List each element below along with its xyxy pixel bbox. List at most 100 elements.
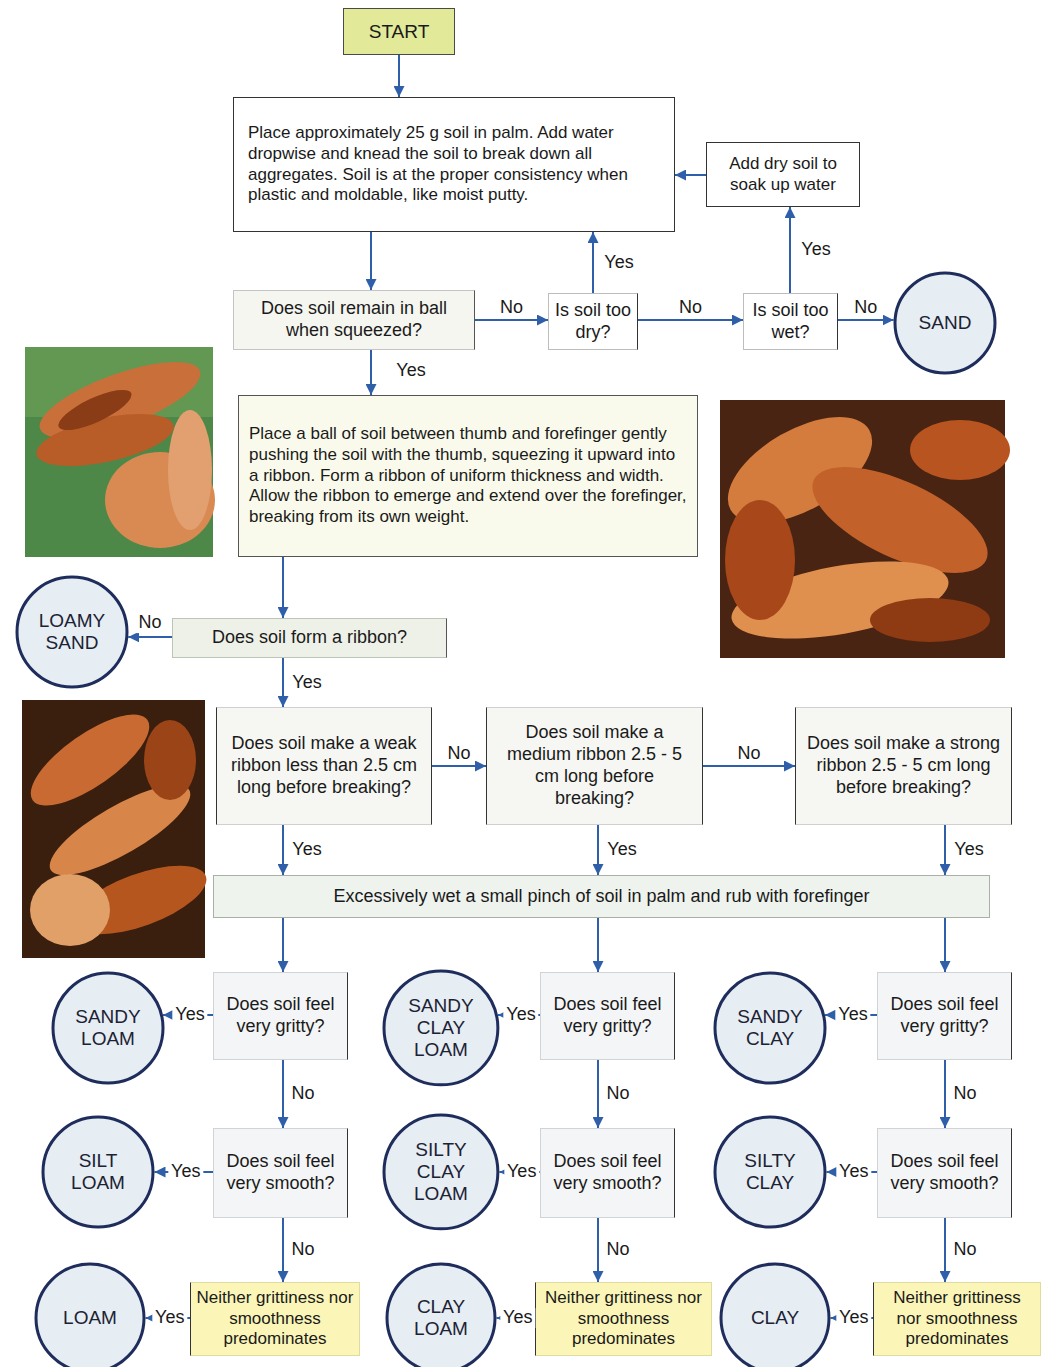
node-text: Place approximately 25 g soil in palm. A… bbox=[248, 123, 660, 206]
circle-shape bbox=[721, 1264, 829, 1367]
result-label: CLAY bbox=[736, 1307, 814, 1329]
edge-label: Yes bbox=[504, 1162, 539, 1182]
edge-label: No bbox=[950, 1240, 979, 1260]
flow-arrow bbox=[282, 918, 284, 972]
node-text: Does soil feel very smooth? bbox=[886, 1151, 1003, 1195]
node-text: Excessively wet a small pinch of soil in… bbox=[333, 886, 869, 908]
edge-label: Yes bbox=[601, 253, 636, 273]
decision-box: Does soil make a strong ribbon 2.5 - 5 c… bbox=[795, 707, 1012, 825]
flow-arrow bbox=[370, 350, 372, 395]
flow-arrow bbox=[597, 1060, 599, 1128]
flow-arrow bbox=[398, 55, 400, 97]
edge-label: Yes bbox=[503, 1005, 538, 1025]
flow-arrow bbox=[944, 1060, 946, 1128]
circle-shape bbox=[715, 1117, 825, 1227]
edge-label: No bbox=[136, 613, 165, 633]
result-circle: SILT LOAM bbox=[41, 1115, 155, 1229]
flow-arrow bbox=[282, 825, 284, 875]
result-circle: SANDY CLAY LOAM bbox=[382, 969, 500, 1087]
soil-photo bbox=[25, 346, 215, 557]
edge-label: No bbox=[444, 744, 473, 764]
flow-arrow bbox=[789, 207, 791, 293]
result-circle: SANDY CLAY bbox=[713, 971, 827, 1085]
start-box: START bbox=[343, 8, 455, 55]
edge-label: Yes bbox=[951, 840, 986, 860]
node-text: Does soil feel very gritty? bbox=[886, 994, 1003, 1038]
node-text: Does soil form a ribbon? bbox=[212, 627, 407, 649]
edge-label: No bbox=[497, 298, 526, 318]
flow-arrow bbox=[475, 319, 548, 321]
flow-arrow bbox=[944, 825, 946, 875]
node-text: Does soil make a weak ribbon less than 2… bbox=[227, 733, 421, 799]
node-text: Add dry soil to soak up water bbox=[721, 154, 845, 195]
edge-label: Yes bbox=[168, 1162, 203, 1182]
flow-arrow bbox=[282, 1060, 284, 1128]
circle-shape bbox=[895, 273, 995, 373]
result-label: SANDY LOAM bbox=[69, 1006, 147, 1050]
edge-label: No bbox=[603, 1084, 632, 1104]
edge-label: No bbox=[288, 1084, 317, 1104]
node-text: START bbox=[369, 20, 430, 43]
circle-shape bbox=[36, 1264, 144, 1367]
decision-box: Does soil feel very smooth? bbox=[877, 1128, 1012, 1218]
result-circle: LOAM bbox=[34, 1262, 146, 1367]
flow-arrow bbox=[944, 1218, 946, 1282]
decision-box: Does soil feel very gritty? bbox=[213, 972, 348, 1060]
flow-arrow bbox=[838, 319, 894, 321]
decision-box: Does soil remain in ball when squeezed? bbox=[233, 290, 475, 350]
result-label: LOAMY SAND bbox=[33, 610, 111, 654]
node-text: Does soil feel very gritty? bbox=[549, 994, 666, 1038]
process-box: Place a ball of soil between thumb and f… bbox=[238, 395, 698, 557]
flow-arrow bbox=[597, 825, 599, 875]
result-circle: CLAY LOAM bbox=[385, 1262, 497, 1367]
node-text: Place a ball of soil between thumb and f… bbox=[249, 424, 687, 528]
result-circle: LOAMY SAND bbox=[15, 575, 129, 689]
soil-photo bbox=[18, 699, 215, 958]
result-label: SILTY CLAY LOAM bbox=[402, 1139, 480, 1205]
circle-shape bbox=[384, 971, 498, 1085]
decision-box: Is soil too dry? bbox=[548, 293, 638, 350]
flow-arrow bbox=[944, 918, 946, 972]
edge-label: Yes bbox=[798, 240, 833, 260]
process-box: Place approximately 25 g soil in palm. A… bbox=[233, 97, 675, 232]
result-label: LOAM bbox=[51, 1307, 129, 1329]
flow-arrow bbox=[370, 232, 372, 290]
edge-label: Yes bbox=[289, 840, 324, 860]
decision-box: Does soil feel very gritty? bbox=[877, 972, 1012, 1060]
circle-shape bbox=[384, 1115, 498, 1229]
edge-label: Yes bbox=[835, 1005, 870, 1025]
circle-shape bbox=[715, 973, 825, 1083]
flow-arrow bbox=[592, 232, 594, 293]
result-circle: SILTY CLAY LOAM bbox=[382, 1113, 500, 1231]
decision-box: Neither grittiness nor smoothness predom… bbox=[873, 1282, 1041, 1356]
process-box: Add dry soil to soak up water bbox=[706, 142, 860, 207]
decision-box: Neither grittiness nor smoothness predom… bbox=[535, 1282, 712, 1356]
edge-label: Yes bbox=[152, 1308, 187, 1328]
flow-arrow bbox=[597, 918, 599, 972]
edge-label: No bbox=[950, 1084, 979, 1104]
decision-box: Does soil form a ribbon? bbox=[172, 618, 447, 658]
result-label: SILTY CLAY bbox=[731, 1150, 809, 1194]
edge-label: No bbox=[734, 744, 763, 764]
node-text: Neither grittiness nor smoothness predom… bbox=[541, 1288, 706, 1350]
node-text: Does soil feel very gritty? bbox=[222, 994, 339, 1038]
decision-box: Does soil feel very smooth? bbox=[213, 1128, 348, 1218]
instruction-band: Excessively wet a small pinch of soil in… bbox=[213, 875, 990, 918]
circle-shape bbox=[17, 577, 127, 687]
result-circle: SILTY CLAY bbox=[713, 1115, 827, 1229]
decision-box: Neither grittiness nor smoothness predom… bbox=[190, 1282, 360, 1356]
edge-label: Yes bbox=[604, 840, 639, 860]
edge-label: No bbox=[851, 298, 880, 318]
flow-arrow bbox=[282, 658, 284, 707]
flow-arrow bbox=[282, 1218, 284, 1282]
flow-arrow bbox=[282, 557, 284, 618]
circle-shape bbox=[53, 973, 163, 1083]
result-circle: SAND bbox=[893, 271, 997, 375]
node-text: Is soil too dry? bbox=[554, 300, 632, 344]
circle-shape bbox=[387, 1264, 495, 1367]
node-text: Is soil too wet? bbox=[749, 300, 832, 344]
flow-arrow bbox=[703, 765, 795, 767]
node-text: Does soil feel very smooth? bbox=[222, 1151, 339, 1195]
result-circle: CLAY bbox=[719, 1262, 831, 1367]
